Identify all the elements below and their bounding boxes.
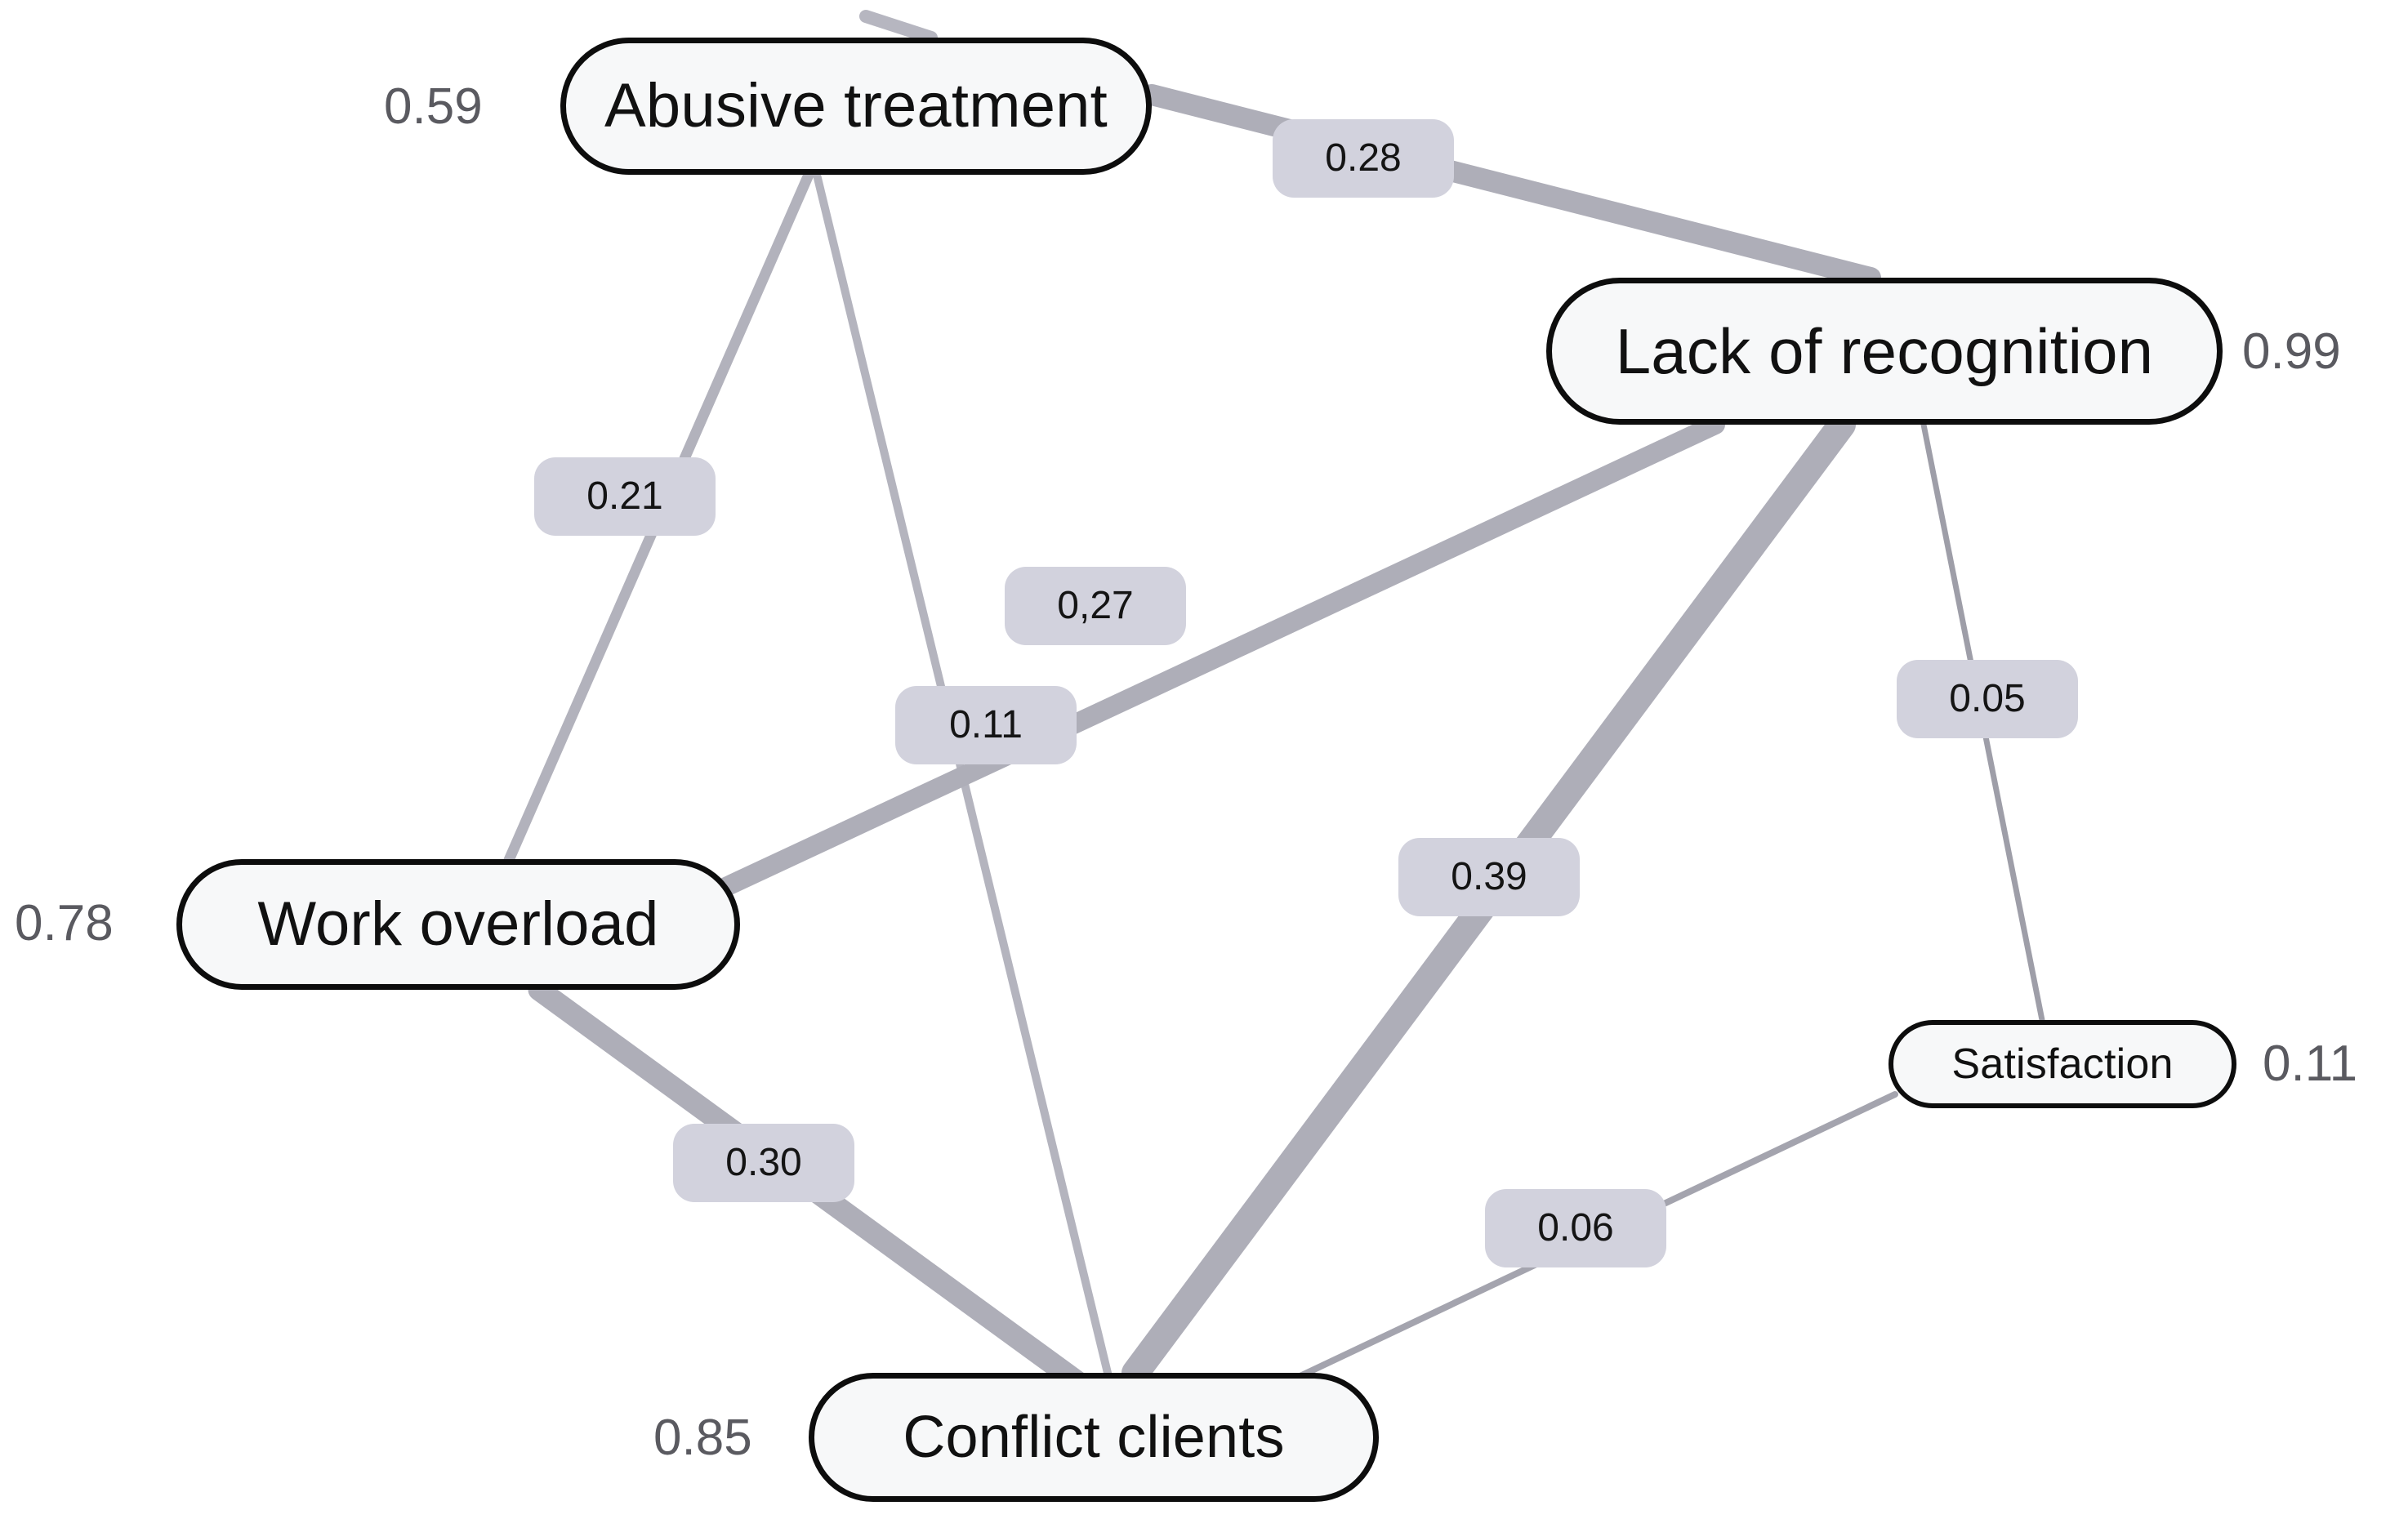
edge-label-satisfaction-conflict: 0.06 bbox=[1485, 1189, 1666, 1267]
node-label-abusive-treatment: Abusive treatment bbox=[604, 71, 1108, 140]
edge-label-overload-recognition-secondary: 0.11 bbox=[895, 686, 1077, 764]
node-abusive-treatment[interactable]: Abusive treatment bbox=[560, 38, 1152, 175]
edge-label-overload-recognition: 0,27 bbox=[1005, 567, 1186, 645]
node-work-overload[interactable]: Work overload bbox=[176, 859, 740, 990]
node-satisfaction[interactable]: Satisfaction bbox=[1888, 1020, 2236, 1108]
node-label-work-overload: Work overload bbox=[257, 889, 659, 959]
edge-label-abusive-recognition: 0.28 bbox=[1273, 119, 1454, 198]
node-label-lack-of-recognition: Lack of recognition bbox=[1615, 315, 2154, 387]
node-label-satisfaction: Satisfaction bbox=[1951, 1040, 2174, 1088]
strength-lack-of-recognition: 0.99 bbox=[2242, 323, 2341, 380]
strength-satisfaction: 0.11 bbox=[2263, 1036, 2358, 1092]
strength-conflict-clients: 0.85 bbox=[653, 1410, 752, 1466]
node-lack-of-recognition[interactable]: Lack of recognition bbox=[1546, 278, 2223, 425]
strength-abusive-treatment: 0.59 bbox=[384, 78, 483, 135]
edge-stub-abusive-top bbox=[859, 10, 938, 44]
node-conflict-clients[interactable]: Conflict clients bbox=[809, 1373, 1379, 1502]
edge-label-recognition-conflict: 0.39 bbox=[1398, 838, 1580, 916]
edge-label-recognition-satisfaction: 0.05 bbox=[1897, 660, 2078, 738]
edge-label-overload-conflict: 0.30 bbox=[673, 1124, 854, 1202]
strength-work-overload: 0.78 bbox=[15, 895, 114, 951]
edge-overload-recognition bbox=[709, 415, 1725, 900]
edge-label-abusive-overload: 0.21 bbox=[534, 457, 716, 536]
node-label-conflict-clients: Conflict clients bbox=[903, 1405, 1285, 1470]
edge-abusive-recognition bbox=[1141, 84, 1881, 288]
